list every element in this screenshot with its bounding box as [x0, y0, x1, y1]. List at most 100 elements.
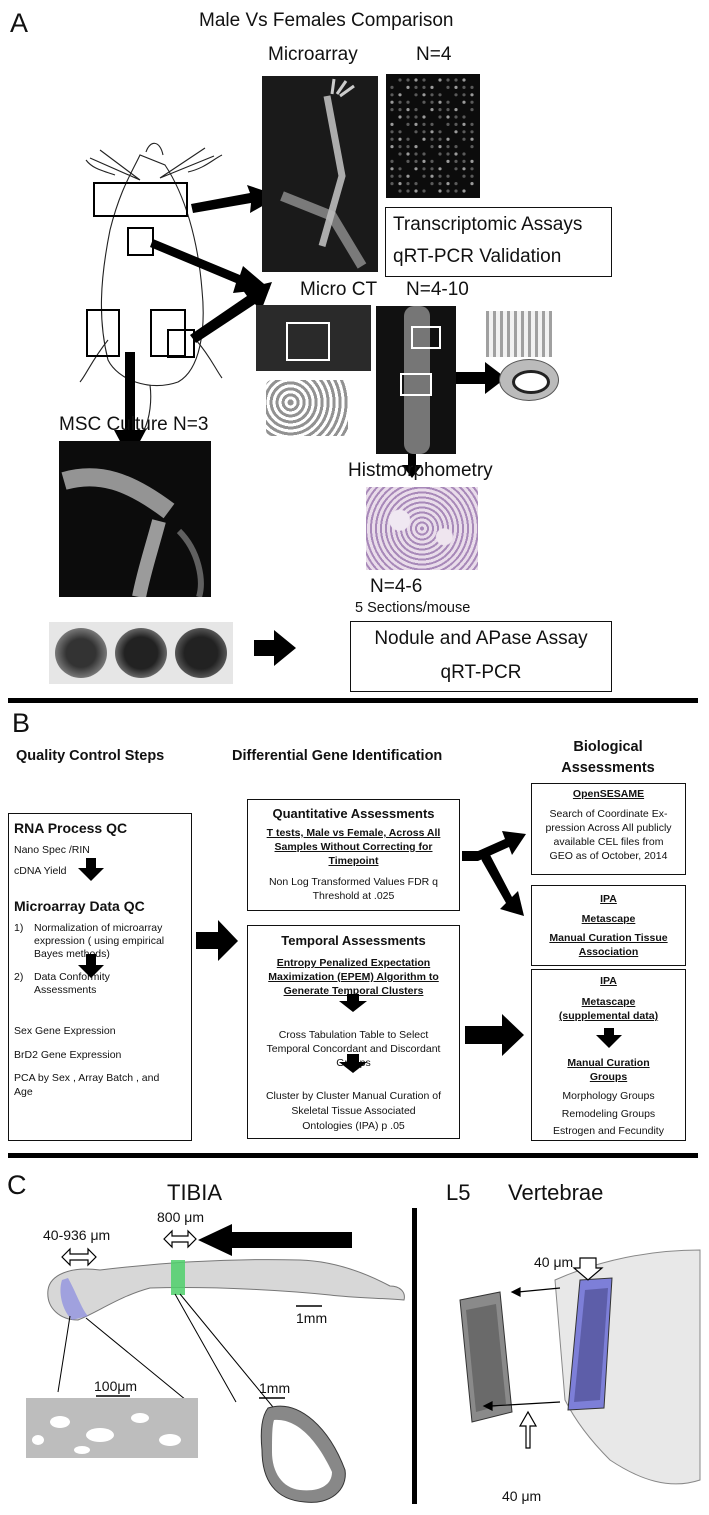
- ipa2-t2: Metascape: [581, 996, 636, 1008]
- panel-b-label: B: [12, 708, 31, 738]
- vertebrae-title: Vertebrae: [508, 1180, 604, 1205]
- histo-sections: 5 Sections/mouse: [355, 600, 471, 616]
- quant-u3: Timepoint: [328, 855, 379, 867]
- um800-label: 800 μm: [157, 1209, 204, 1225]
- tibia-roi-green: [171, 1260, 185, 1295]
- ipa1-t1: IPA: [600, 893, 617, 905]
- qc-item-cdna: cDNA Yield: [14, 865, 67, 877]
- mouse-roi-knee: [167, 329, 195, 358]
- opensesame-l3: available CEL files from: [553, 836, 664, 848]
- l5-title: L5: [446, 1180, 471, 1205]
- ipa1-t4: Association: [578, 946, 639, 958]
- rna-process-title: RNA Process QC: [14, 820, 128, 836]
- forelimb-xray-image: [262, 76, 378, 272]
- divider-bc: [8, 1153, 698, 1158]
- quant-title: Quantitative Assessments: [272, 806, 435, 821]
- temporal-u3: Generate Temporal Clusters: [283, 985, 424, 997]
- ipa2-t4: Manual Curation: [567, 1057, 650, 1069]
- mouse-roi-right-leg: [150, 309, 186, 357]
- quant-n2: Threshold at .025: [312, 890, 395, 902]
- quantitative-box: Quantitative Assessments T tests, Male v…: [247, 799, 460, 911]
- step1-line2: expression ( using empirical: [34, 935, 165, 947]
- ipa1-t2: Metascape: [581, 913, 636, 925]
- qc-sex-gene: Sex Gene Expression: [14, 1025, 116, 1037]
- histo-label: Histmorphometry: [348, 460, 493, 481]
- mm1b-label: 1mm: [259, 1380, 291, 1396]
- temporal-d2: Skeletal Tissue Associated: [291, 1105, 416, 1117]
- msc-label: MSC Culture N=3: [59, 414, 209, 435]
- tibia-cortical-section: [260, 1405, 346, 1503]
- microct-n: N=4-10: [406, 279, 469, 300]
- temporal-box: Temporal Assessments Entropy Penalized E…: [247, 925, 460, 1139]
- panel-c-label: C: [7, 1170, 27, 1200]
- knee-xray-image: [59, 441, 211, 597]
- temporal-c3: Groups: [336, 1057, 371, 1069]
- qrt-text: qRT-PCR: [440, 662, 522, 683]
- vertebra-render: [554, 1249, 701, 1485]
- cortical-ring-image: [499, 359, 559, 401]
- col1-header: Quality Control Steps: [16, 748, 165, 764]
- um40a-label: 40 μm: [534, 1254, 574, 1270]
- microarray-label: Microarray: [268, 44, 358, 65]
- opensesame-title: OpenSESAME: [572, 788, 645, 800]
- transcriptomic-text: Transcriptomic Assays: [393, 214, 583, 235]
- divider-ab: [8, 698, 698, 703]
- panel-a-label: A: [10, 8, 29, 38]
- histo-n: N=4-6: [370, 576, 423, 597]
- qc-item-nanospec: Nano Spec /RIN: [14, 844, 90, 856]
- culture-wells-image: [49, 622, 233, 684]
- opensesame-l2: pression Across All publicly: [545, 822, 672, 834]
- tibia-roi-top: [411, 326, 441, 349]
- vertebra-block-render: [459, 1291, 513, 1423]
- qrt-validation-text: qRT-PCR Validation: [393, 246, 562, 267]
- tibia-ct-image: [376, 306, 456, 454]
- trabecular-render-image: [266, 380, 348, 436]
- mouse-roi-left-leg: [86, 309, 120, 357]
- step2-line2: Assessments: [34, 984, 97, 996]
- tibia-title: TIBIA: [167, 1180, 223, 1205]
- ipa1-t3: Manual Curation Tissue: [549, 932, 668, 944]
- panel-a: A Male Vs Females Comparison: [0, 0, 709, 700]
- quant-n1: Non Log Transformed Values FDR q: [268, 876, 439, 888]
- opensesame-box: OpenSESAME Search of Coordinate Ex- pres…: [531, 783, 686, 875]
- mm4-label: 4 mm: [283, 1266, 318, 1282]
- microarray-qc-title: Microarray Data QC: [14, 898, 145, 914]
- microarray-chip-image: [386, 74, 480, 198]
- qc-pca-line2: Age: [14, 1086, 33, 1098]
- mouse-roi-spine: [127, 227, 154, 256]
- tibia-trabecular-crop: [26, 1398, 198, 1458]
- microarray-n: N=4: [416, 44, 452, 65]
- mm1a-label: 1mm: [296, 1310, 328, 1326]
- trabecular-3d-image: [486, 311, 552, 357]
- vertebra-ct-image: [256, 305, 371, 371]
- ipa2-g2: Remodeling Groups: [561, 1108, 656, 1120]
- panel-b: B Quality Control Steps Differential Gen…: [0, 705, 709, 1155]
- quant-u2: Samples Without Correcting for: [274, 841, 433, 853]
- tibia-roi-mid: [400, 373, 432, 396]
- vertebra-roi: [286, 322, 330, 361]
- temporal-c2: Temporal Concordant and Discordant: [266, 1043, 441, 1055]
- step1-line1: Normalization of microarray: [34, 922, 163, 934]
- qc-pca-line1: PCA by Sex , Array Batch , and: [14, 1072, 160, 1084]
- quant-u1: T tests, Male vs Female, Across All: [266, 827, 441, 839]
- opensesame-l1: Search of Coordinate Ex-: [549, 808, 668, 820]
- tibia-render: [47, 1259, 405, 1321]
- step1-num: 1): [14, 922, 24, 934]
- panel-a-title: Male Vs Females Comparison: [199, 10, 454, 31]
- microct-label: Micro CT: [300, 279, 378, 300]
- nodule-box: Nodule and APase Assay qRT-PCR: [350, 621, 612, 692]
- range-label: 40-936 μm: [43, 1227, 111, 1243]
- step1-line3: Bayes methods): [34, 948, 110, 960]
- ipa2-g1: Morphology Groups: [562, 1090, 655, 1102]
- opensesame-l4: GEO as of October, 2014: [549, 850, 668, 862]
- ipa2-t1: IPA: [600, 975, 617, 987]
- col3-header-1: Biological: [573, 739, 643, 755]
- step2-line1: Data Conformity: [34, 971, 110, 983]
- um40b-label: 40 μm: [502, 1488, 542, 1504]
- col3-header-2: Assessments: [561, 760, 655, 776]
- step2-num: 2): [14, 971, 24, 983]
- temporal-d1: Cluster by Cluster Manual Curation of: [265, 1090, 442, 1102]
- qc-box: RNA Process QC Nano Spec /RIN cDNA Yield…: [8, 813, 192, 1141]
- ipa-tissue-box: IPA Metascape Manual Curation Tissue Ass…: [531, 885, 686, 966]
- temporal-c1: Cross Tabulation Table to Select: [278, 1029, 429, 1041]
